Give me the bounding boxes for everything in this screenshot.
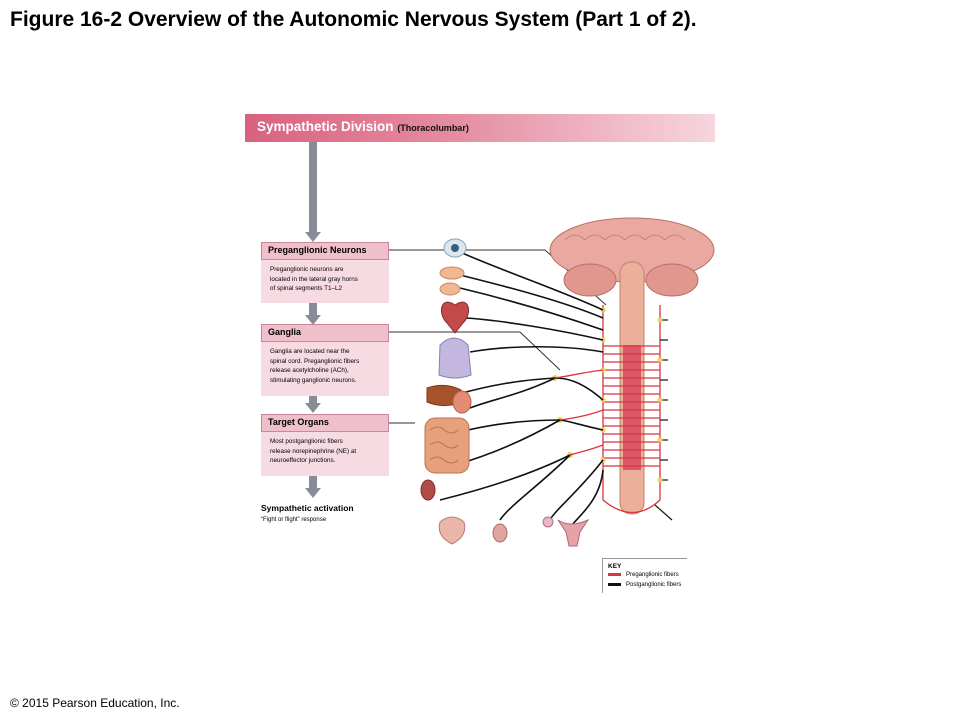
- banner-title: Sympathetic Division (Thoracolumbar): [257, 119, 469, 134]
- bladder-organ: [438, 516, 466, 545]
- flow-arrow-head-1: [305, 232, 321, 242]
- penis-organ: [542, 516, 554, 528]
- uterus-organ: [557, 518, 590, 547]
- key-title: KEY: [608, 563, 622, 570]
- thoracolumbar-segment: [623, 345, 641, 470]
- salivary-gland-organ-2: [439, 282, 461, 296]
- right-postganglionic-ticks: [654, 319, 673, 521]
- key-swatch-postganglionic: [608, 582, 621, 586]
- activation-label: Sympathetic activation: [261, 503, 354, 513]
- flow-arrow-2: [309, 303, 317, 317]
- brain-cerebellum-right: [645, 263, 699, 297]
- eye-organ: [443, 238, 467, 258]
- preganglionic-text: Preganglionic neurons are located in the…: [270, 266, 358, 292]
- testis-organ: [492, 523, 508, 543]
- ganglia-heading-label: Ganglia: [268, 327, 302, 337]
- key-label-postganglionic: Postganglionic fibers: [626, 582, 682, 588]
- division-banner: Sympathetic Division (Thoracolumbar): [245, 114, 715, 142]
- key-row-preganglionic: Preganglionic fibers: [608, 572, 679, 578]
- brain-folds: [564, 234, 686, 241]
- key-row-postganglionic: Postganglionic fibers: [608, 582, 681, 588]
- salivary-gland-organ: [439, 266, 465, 280]
- flow-arrow-head-3: [305, 403, 321, 413]
- banner-subtitle: (Thoracolumbar): [397, 123, 469, 133]
- intestine-organ: [424, 417, 470, 474]
- preganglionic-heading: Preganglionic Neurons: [261, 242, 389, 260]
- slide-title: Figure 16-2 Overview of the Autonomic Ne…: [10, 8, 697, 31]
- brain-cerebellum-left: [563, 263, 617, 297]
- ganglia-heading: Ganglia: [261, 324, 389, 342]
- target-organs-box: Most postganglionic fibers release norep…: [261, 432, 389, 476]
- preganglionic-to-collateral: [554, 369, 604, 456]
- target-organs-text: Most postganglionic fibers release norep…: [270, 438, 357, 464]
- flow-arrow-3: [309, 396, 317, 404]
- flow-arrow-head-2: [305, 315, 321, 325]
- key-swatch-preganglionic: [608, 572, 621, 576]
- flow-arrow-1: [309, 142, 317, 234]
- activation-note: “Fight or flight” response: [261, 517, 327, 523]
- preganglionic-heading-label: Preganglionic Neurons: [268, 245, 367, 255]
- intestine-coils: [429, 426, 459, 464]
- fiber-key: KEY Preganglionic fibers Postganglionic …: [602, 558, 687, 593]
- preganglionic-box: Preganglionic neurons are located in the…: [261, 260, 389, 303]
- heart-organ: [440, 301, 470, 334]
- kidney-organ: [420, 479, 436, 501]
- flow-arrow-4: [309, 476, 317, 490]
- banner-title-text: Sympathetic Division: [257, 119, 394, 134]
- ganglia-text: Ganglia are located near the spinal cord…: [270, 348, 360, 384]
- stomach-organ: [452, 390, 472, 414]
- ganglia-box: Ganglia are located near the spinal cord…: [261, 342, 389, 396]
- target-organs-heading: Target Organs: [261, 414, 389, 432]
- leader-line-ganglia-2: [519, 331, 561, 371]
- flow-arrow-head-4: [305, 488, 321, 498]
- lung-organ: [438, 337, 472, 379]
- key-label-preganglionic: Preganglionic fibers: [626, 572, 679, 578]
- copyright-notice: © 2015 Pearson Education, Inc.: [10, 696, 180, 710]
- target-organs-heading-label: Target Organs: [268, 417, 329, 427]
